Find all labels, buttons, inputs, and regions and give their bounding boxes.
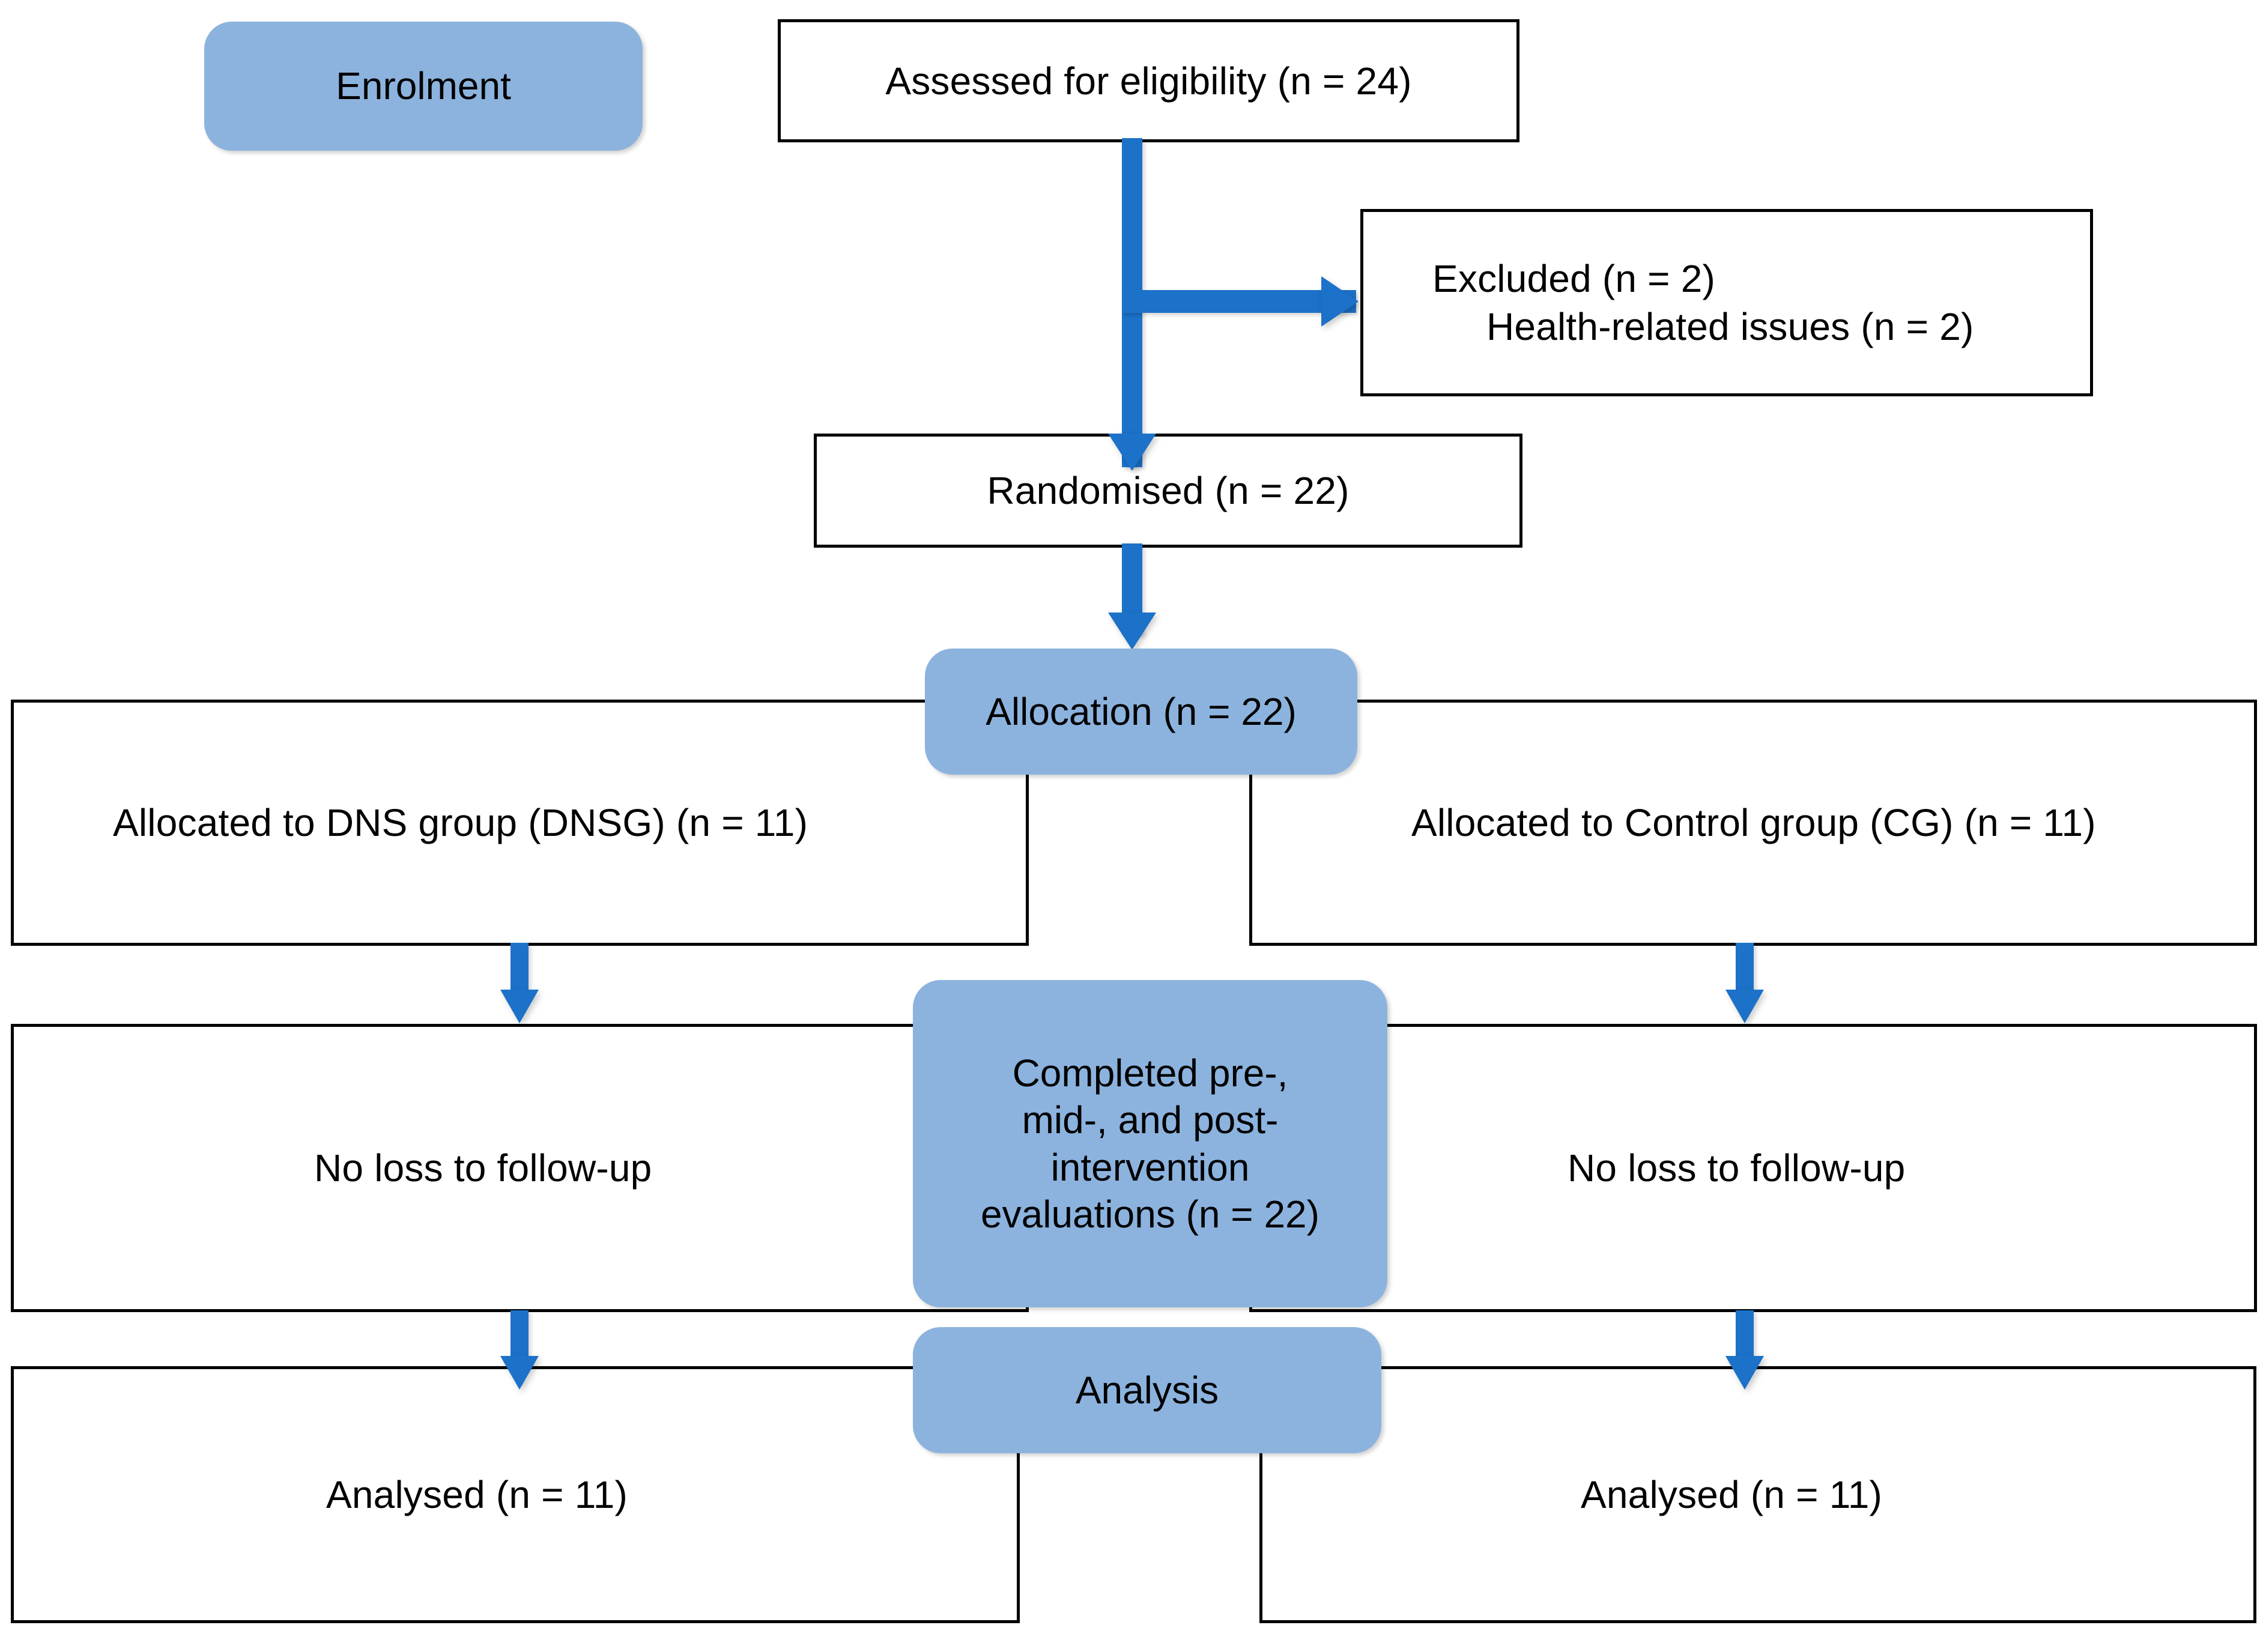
completed-line-3: intervention	[1050, 1145, 1250, 1189]
node-allocated-dns-group: Allocated to DNS group (DNSG) (n = 11)	[11, 700, 1029, 946]
arrowhead-followup-right-icon	[1725, 1356, 1764, 1390]
node-excluded-line2: Health-related issues (n = 2)	[1486, 305, 1974, 348]
node-no-loss-followup-right-label: No loss to follow-up	[1568, 1146, 1906, 1190]
node-analysed-dns-group-label: Analysed (n = 11)	[326, 1473, 628, 1516]
node-randomised-label: Randomised (n = 22)	[987, 469, 1350, 512]
node-allocated-dns-group-label: Allocated to DNS group (DNSG) (n = 11)	[113, 801, 808, 844]
node-no-loss-followup-left: No loss to follow-up	[11, 1024, 1029, 1312]
completed-line-4: evaluations (n = 22)	[981, 1192, 1319, 1236]
arrowhead-followup-left-icon	[500, 1356, 539, 1390]
node-allocated-control-group-label: Allocated to Control group (CG) (n = 11)	[1411, 801, 2096, 844]
connector-alloc-right-to-followup	[1736, 943, 1754, 998]
stage-badge-completed-evaluations-text: Completed pre-, mid-, and post- interven…	[913, 1050, 1387, 1237]
node-allocated-control-group: Allocated to Control group (CG) (n = 11)	[1249, 700, 2257, 946]
stage-badge-allocation: Allocation (n = 22)	[925, 649, 1357, 775]
stage-badge-enrolment-label: Enrolment	[336, 64, 511, 108]
node-analysed-dns-group: Analysed (n = 11)	[11, 1366, 1020, 1623]
completed-line-2: mid-, and post-	[1022, 1098, 1279, 1142]
arrowhead-alloc-right-icon	[1725, 990, 1764, 1023]
node-no-loss-followup-left-label: No loss to follow-up	[314, 1146, 652, 1190]
arrowhead-alloc-left-icon	[500, 990, 539, 1023]
node-randomised: Randomised (n = 22)	[814, 434, 1522, 548]
connector-alloc-left-to-followup	[510, 943, 529, 998]
arrowhead-to-allocation-icon	[1108, 613, 1156, 650]
node-excluded-text: Excluded (n = 2) Health-related issues (…	[1363, 255, 2090, 351]
stage-badge-analysis: Analysis	[913, 1327, 1381, 1453]
node-excluded-line1: Excluded (n = 2)	[1432, 257, 1716, 300]
node-assessed-for-eligibility: Assessed for eligibility (n = 24)	[778, 19, 1519, 142]
node-excluded: Excluded (n = 2) Health-related issues (…	[1360, 209, 2093, 396]
stage-badge-completed-evaluations: Completed pre-, mid-, and post- interven…	[913, 980, 1387, 1307]
node-no-loss-followup-right: No loss to follow-up	[1249, 1024, 2257, 1312]
node-assessed-for-eligibility-label: Assessed for eligibility (n = 24)	[885, 59, 1412, 103]
arrowhead-to-excluded-icon	[1321, 276, 1359, 327]
stage-badge-allocation-label: Allocation (n = 22)	[986, 689, 1297, 733]
node-analysed-control-group: Analysed (n = 11)	[1259, 1366, 2256, 1623]
node-analysed-control-group-label: Analysed (n = 11)	[1581, 1473, 1883, 1516]
stage-badge-enrolment: Enrolment	[204, 22, 643, 151]
completed-line-1: Completed pre-,	[1012, 1051, 1288, 1095]
connector-assessed-to-excluded	[1122, 290, 1356, 313]
stage-badge-analysis-label: Analysis	[1075, 1368, 1219, 1412]
arrowhead-to-randomised-icon	[1108, 434, 1156, 471]
